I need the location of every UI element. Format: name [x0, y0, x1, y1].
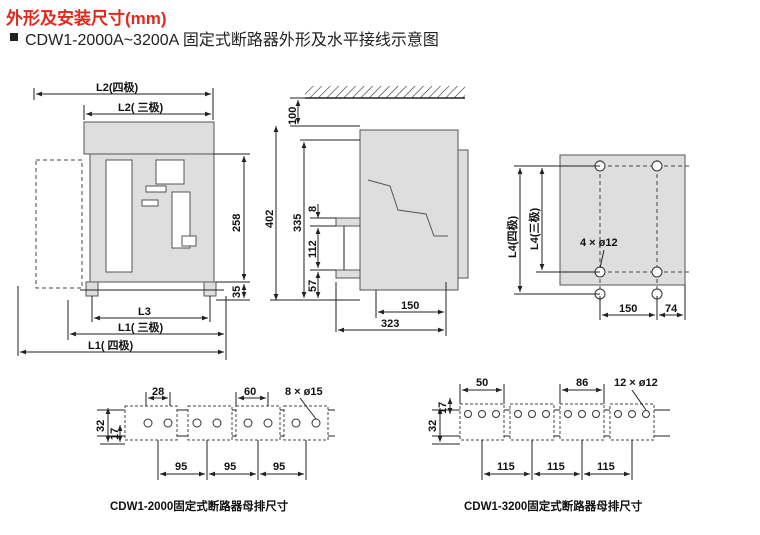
dim-60: 60 — [244, 386, 256, 398]
mounting-view: 4 × ø12 L4(四极) L4(三极) 150 74 — [505, 154, 690, 320]
dim-74: 74 — [665, 303, 678, 315]
busbar-3200-spacing-1: 115 — [497, 461, 515, 473]
busbar-2000-spacing-2: 95 — [224, 461, 236, 473]
busbar-2000-spacing-1: 95 — [175, 461, 187, 473]
busbar-2000-holes — [143, 418, 321, 428]
l2-three-pole-label: L2( 三极) — [118, 100, 164, 114]
bullet-icon — [10, 33, 18, 41]
page-title: 外形及安装尺寸(mm) — [6, 9, 167, 28]
dim-100: 100 — [287, 107, 299, 125]
busbar-3200-caption: CDW1-3200固定式断路器母排尺寸 — [464, 499, 643, 513]
front-view: L2(四极) L2( 三极) — [17, 80, 250, 360]
dim-35: 35 — [231, 286, 243, 298]
dim-8: 8 — [307, 206, 319, 212]
mount-holes-label: 4 × ø12 — [580, 237, 618, 249]
busbar-2000-view: 28 60 8 × ø15 32 17 95 95 95 CDW1-2000固定 — [95, 386, 335, 513]
page-subtitle: CDW1-2000A~3200A 固定式断路器外形及水平接线示意图 — [25, 32, 439, 49]
dim-335: 335 — [292, 214, 304, 232]
lower-busbar — [335, 269, 361, 279]
busbar-2000-caption: CDW1-2000固定式断路器母排尺寸 — [110, 499, 289, 513]
busbar-3200-holes — [464, 410, 650, 418]
side-body — [359, 129, 459, 291]
l1-four-pole-label: L1( 四极) — [88, 338, 134, 352]
dim-28: 28 — [152, 386, 164, 398]
fourth-pole-outline — [35, 159, 83, 289]
busbar-3200-plates — [459, 403, 655, 441]
busbar-2000-holes-label: 8 × ø15 — [285, 386, 323, 398]
l4-four-pole-label: L4(四极) — [505, 216, 519, 258]
dim-112: 112 — [307, 240, 319, 258]
top-cover — [83, 121, 215, 155]
dim-323: 323 — [381, 318, 399, 330]
side-view: 100 402 335 8 112 — [264, 86, 469, 336]
l2-four-pole-label: L2(四极) — [96, 80, 138, 94]
dim-50: 50 — [476, 377, 488, 389]
busbar-2000-dim-32: 32 — [95, 420, 107, 432]
busbar-3200-dim-17: 17 — [437, 402, 449, 414]
left-foot — [85, 281, 99, 297]
busbar-2000-dim-17: 17 — [109, 428, 121, 440]
dim-402: 402 — [264, 210, 276, 228]
dim-258: 258 — [231, 214, 243, 232]
busbar-3200-dim-32: 32 — [427, 420, 439, 432]
dim-86: 86 — [576, 377, 588, 389]
busbar-3200-holes-label: 12 × ø12 — [614, 377, 658, 389]
l4-three-pole-label: L4(三极) — [527, 208, 541, 250]
busbar-3200-spacing-2: 115 — [547, 461, 565, 473]
dim-150-mount: 150 — [619, 303, 637, 315]
dim-150-side: 150 — [401, 300, 419, 312]
dim-57: 57 — [307, 280, 319, 292]
l3-label: L3 — [138, 306, 151, 318]
right-foot — [203, 281, 217, 297]
mounting-plate — [559, 154, 686, 286]
upper-busbar — [335, 217, 361, 227]
busbar-2000-spacing-3: 95 — [273, 461, 285, 473]
busbar-3200-spacing-3: 115 — [597, 461, 615, 473]
busbar-3200-view: 50 86 12 × ø12 32 17 115 115 115 CDW1-32 — [427, 377, 670, 513]
l1-three-pole-label: L1( 三极) — [118, 320, 164, 334]
